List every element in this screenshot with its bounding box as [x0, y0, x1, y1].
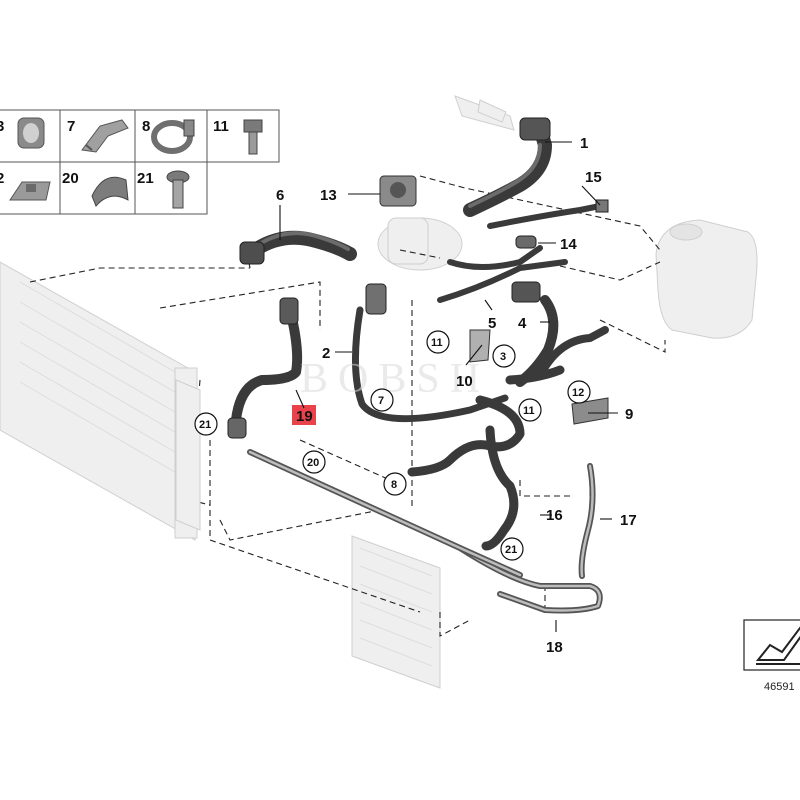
svg-text:7: 7: [378, 395, 384, 407]
clip-3-icon: [17, 117, 45, 149]
parts-table-label-7: 7: [67, 118, 75, 135]
parts-table: 3 7 8 11 2 20 21: [0, 109, 280, 215]
hose-14: [447, 235, 543, 270]
parts-table-label-8: 8: [142, 118, 150, 135]
circled-callout-11-upper: 11: [426, 330, 450, 354]
parts-table-label-11: 11: [213, 118, 229, 135]
circled-callout-21-right: 21: [500, 537, 524, 561]
hose-15: [487, 199, 609, 229]
svg-text:11: 11: [523, 405, 535, 417]
parts-table-label-2: 2: [0, 170, 4, 187]
valve-13: [379, 175, 417, 207]
circled-callout-3: 3: [492, 344, 516, 368]
hose-12: [538, 326, 609, 376]
svg-text:8: 8: [391, 479, 397, 491]
bracket-clip-7-icon: [81, 119, 129, 153]
callout-15: 15: [585, 169, 602, 186]
callout-2: 2: [322, 345, 330, 362]
callout-16: 16: [546, 507, 563, 524]
expansion-tank-ghost: [655, 219, 758, 339]
svg-text:21: 21: [505, 544, 517, 556]
pump-bracket-9: [571, 397, 609, 425]
nut-clip-2-icon: [9, 181, 51, 201]
pipe-18: [457, 545, 603, 614]
callout-17: 17: [620, 512, 637, 529]
pipe-20: [247, 449, 523, 578]
fan-ghost: [175, 379, 201, 531]
coolant-pump-ghost: [377, 217, 463, 271]
pipe-lower: [407, 395, 525, 477]
thermostat-ghost: [454, 95, 515, 131]
callout-9: 9: [625, 406, 633, 423]
hose-17: [578, 463, 596, 579]
callout-1: 1: [580, 135, 588, 152]
parts-table-label-3: 3: [0, 118, 4, 135]
hose-6: [239, 230, 357, 265]
svg-text:20: 20: [307, 457, 319, 469]
hose-3: [505, 365, 565, 385]
hose-1: [463, 117, 552, 217]
circled-callout-21-left: 21: [194, 412, 218, 436]
callout-13: 13: [320, 187, 337, 204]
svg-text:11: 11: [431, 337, 443, 349]
circled-callout-20: 20: [302, 450, 326, 474]
callout-18: 18: [546, 639, 563, 656]
hose-5: [437, 259, 568, 303]
aux-radiator-ghost: [351, 535, 441, 689]
svg-text:12: 12: [572, 387, 584, 399]
callout-14: 14: [560, 236, 577, 253]
screw-21-icon: [166, 170, 190, 209]
leader-lines: [279, 141, 618, 632]
parts-table-label-21: 21: [137, 170, 154, 187]
callout-19: 19: [296, 408, 313, 425]
callout-5: 5: [488, 315, 496, 332]
svg-text:3: 3: [500, 351, 506, 363]
circled-callout-8: 8: [383, 472, 407, 496]
svg-text:21: 21: [199, 419, 211, 431]
circled-callout-12: 12: [567, 380, 591, 404]
highlight-tag-19: [292, 405, 316, 425]
callout-10: 10: [456, 373, 473, 390]
mount-20-icon: [91, 176, 129, 207]
hose-clamp-8-icon: [151, 119, 195, 154]
hose-2: [352, 283, 509, 423]
parts-table-label-20: 20: [62, 170, 79, 187]
callout-4: 4: [518, 315, 527, 332]
radiator-ghost: [0, 261, 198, 541]
figure-reference-box: 46591: [743, 619, 800, 693]
figure-number: 46591: [764, 681, 795, 693]
circled-callout-11-lower: 11: [518, 398, 542, 422]
callout-6: 6: [276, 187, 284, 204]
assembly-dashed-lines: [29, 175, 666, 637]
circled-callout-7: 7: [370, 388, 394, 412]
hose-16: [481, 425, 519, 551]
hose-19: [227, 297, 303, 439]
bolt-11-icon: [243, 119, 263, 155]
